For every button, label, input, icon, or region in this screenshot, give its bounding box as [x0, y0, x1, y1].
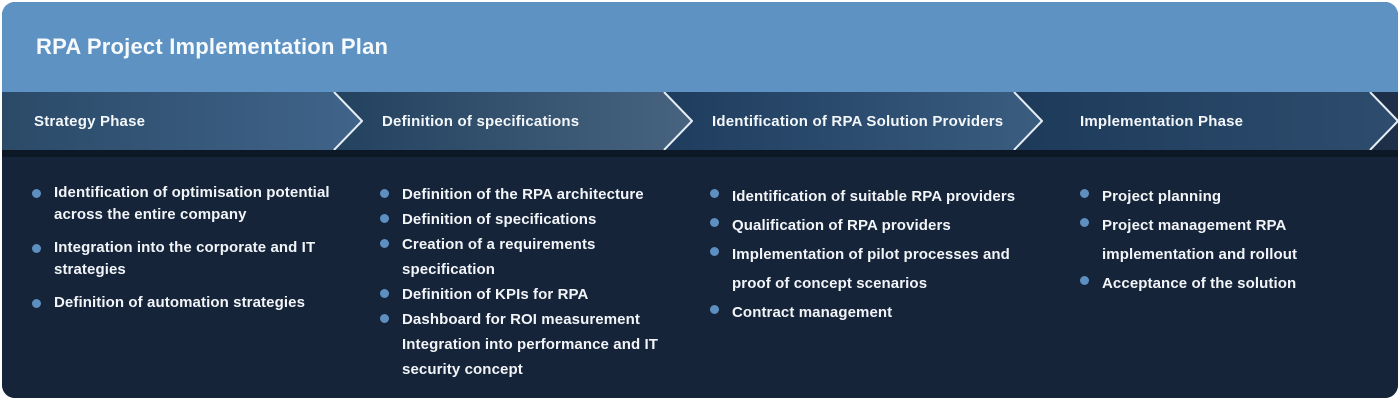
- list-item-text: Definition of KPIs for RPA: [402, 286, 589, 303]
- bullet-icon: [32, 299, 41, 308]
- chevron-specifications: [334, 92, 692, 150]
- bullet-icon: [710, 305, 719, 314]
- chevron-outline-1: [333, 92, 363, 150]
- phase-details: Identification of optimisation potential…: [2, 157, 1398, 398]
- phase-label-specifications: Definition of specifications: [382, 112, 580, 130]
- phase-label-strategy: Strategy Phase: [34, 112, 146, 130]
- bullet-icon: [1080, 276, 1089, 285]
- list-item-text: Integration into the corporate and IT st…: [54, 239, 316, 278]
- bullet-icon: [710, 189, 719, 198]
- list-item-text: Project planning: [1102, 188, 1222, 205]
- list-item-text: Definition of automation strategies: [54, 294, 306, 311]
- list-item-text: Identification of suitable RPA providers: [732, 188, 1016, 205]
- title-bar: RPA Project Implementation Plan: [2, 2, 1398, 92]
- list-item: Project planning: [1080, 182, 1332, 211]
- bullet-icon: [1080, 218, 1089, 227]
- chevron-implementation: [1014, 92, 1398, 150]
- page-title: RPA Project Implementation Plan: [36, 34, 389, 59]
- list-item: Definition of KPIs for RPA: [380, 282, 675, 307]
- list-item: Dashboard for ROI measurement Integratio…: [380, 307, 675, 382]
- chevron-outline-4: [1369, 92, 1398, 150]
- chevron-providers: [664, 92, 1042, 150]
- list-item: Acceptance of the solution: [1080, 269, 1332, 298]
- list-item-text: Qualification of RPA providers: [732, 217, 951, 234]
- bullet-icon: [380, 289, 389, 298]
- list-item-text: Project management RPA implementation an…: [1102, 217, 1298, 263]
- list-item: Project management RPA implementation an…: [1080, 211, 1332, 269]
- list-item-text: Dashboard for ROI measurement Integratio…: [402, 311, 659, 378]
- list-item: Identification of suitable RPA providers: [710, 182, 1025, 211]
- list-item-text: Definition of the RPA architecture: [402, 186, 644, 203]
- bullet-icon: [32, 189, 41, 198]
- list-item: Contract management: [710, 298, 1025, 327]
- list-item: Definition of specifications: [380, 207, 675, 232]
- chevron-graphic: [2, 92, 1398, 150]
- list-item-text: Implementation of pilot processes and pr…: [732, 246, 1010, 292]
- phase-label-implementation: Implementation Phase: [1080, 112, 1244, 130]
- list-item: Integration into the corporate and IT st…: [32, 237, 347, 281]
- band-divider: [2, 150, 1398, 157]
- phase-column-providers: Identification of suitable RPA providers…: [710, 182, 1025, 327]
- chevron-outline-3: [1013, 92, 1043, 150]
- list-item: Definition of automation strategies: [32, 292, 347, 314]
- bullet-icon: [710, 218, 719, 227]
- bullet-icon: [1080, 189, 1089, 198]
- list-item: Identification of optimisation potential…: [32, 182, 347, 226]
- list-item-text: Contract management: [732, 304, 893, 321]
- bullet-icon: [380, 189, 389, 198]
- chevron-strategy: [2, 92, 362, 150]
- list-item-text: Identification of optimisation potential…: [54, 184, 330, 223]
- bullet-icon: [380, 214, 389, 223]
- list-item: Definition of the RPA architecture: [380, 182, 675, 207]
- bullet-icon: [710, 247, 719, 256]
- phase-labels: Strategy Phase Definition of specificati…: [2, 92, 1398, 150]
- list-item: Creation of a requirements specification: [380, 232, 675, 282]
- bullet-icon: [32, 244, 41, 253]
- list-item: Implementation of pilot processes and pr…: [710, 240, 1025, 298]
- phase-column-strategy: Identification of optimisation potential…: [32, 182, 347, 325]
- list-item-text: Acceptance of the solution: [1102, 275, 1297, 292]
- list-item-text: Definition of specifications: [402, 211, 597, 228]
- phase-band: Strategy Phase Definition of specificati…: [2, 92, 1398, 150]
- bullet-icon: [380, 239, 389, 248]
- chevron-outline-2: [663, 92, 693, 150]
- list-item-text: Creation of a requirements specification: [402, 236, 596, 278]
- bullet-icon: [380, 314, 389, 323]
- phase-label-providers: Identification of RPA Solution Providers: [712, 112, 1004, 130]
- list-item: Qualification of RPA providers: [710, 211, 1025, 240]
